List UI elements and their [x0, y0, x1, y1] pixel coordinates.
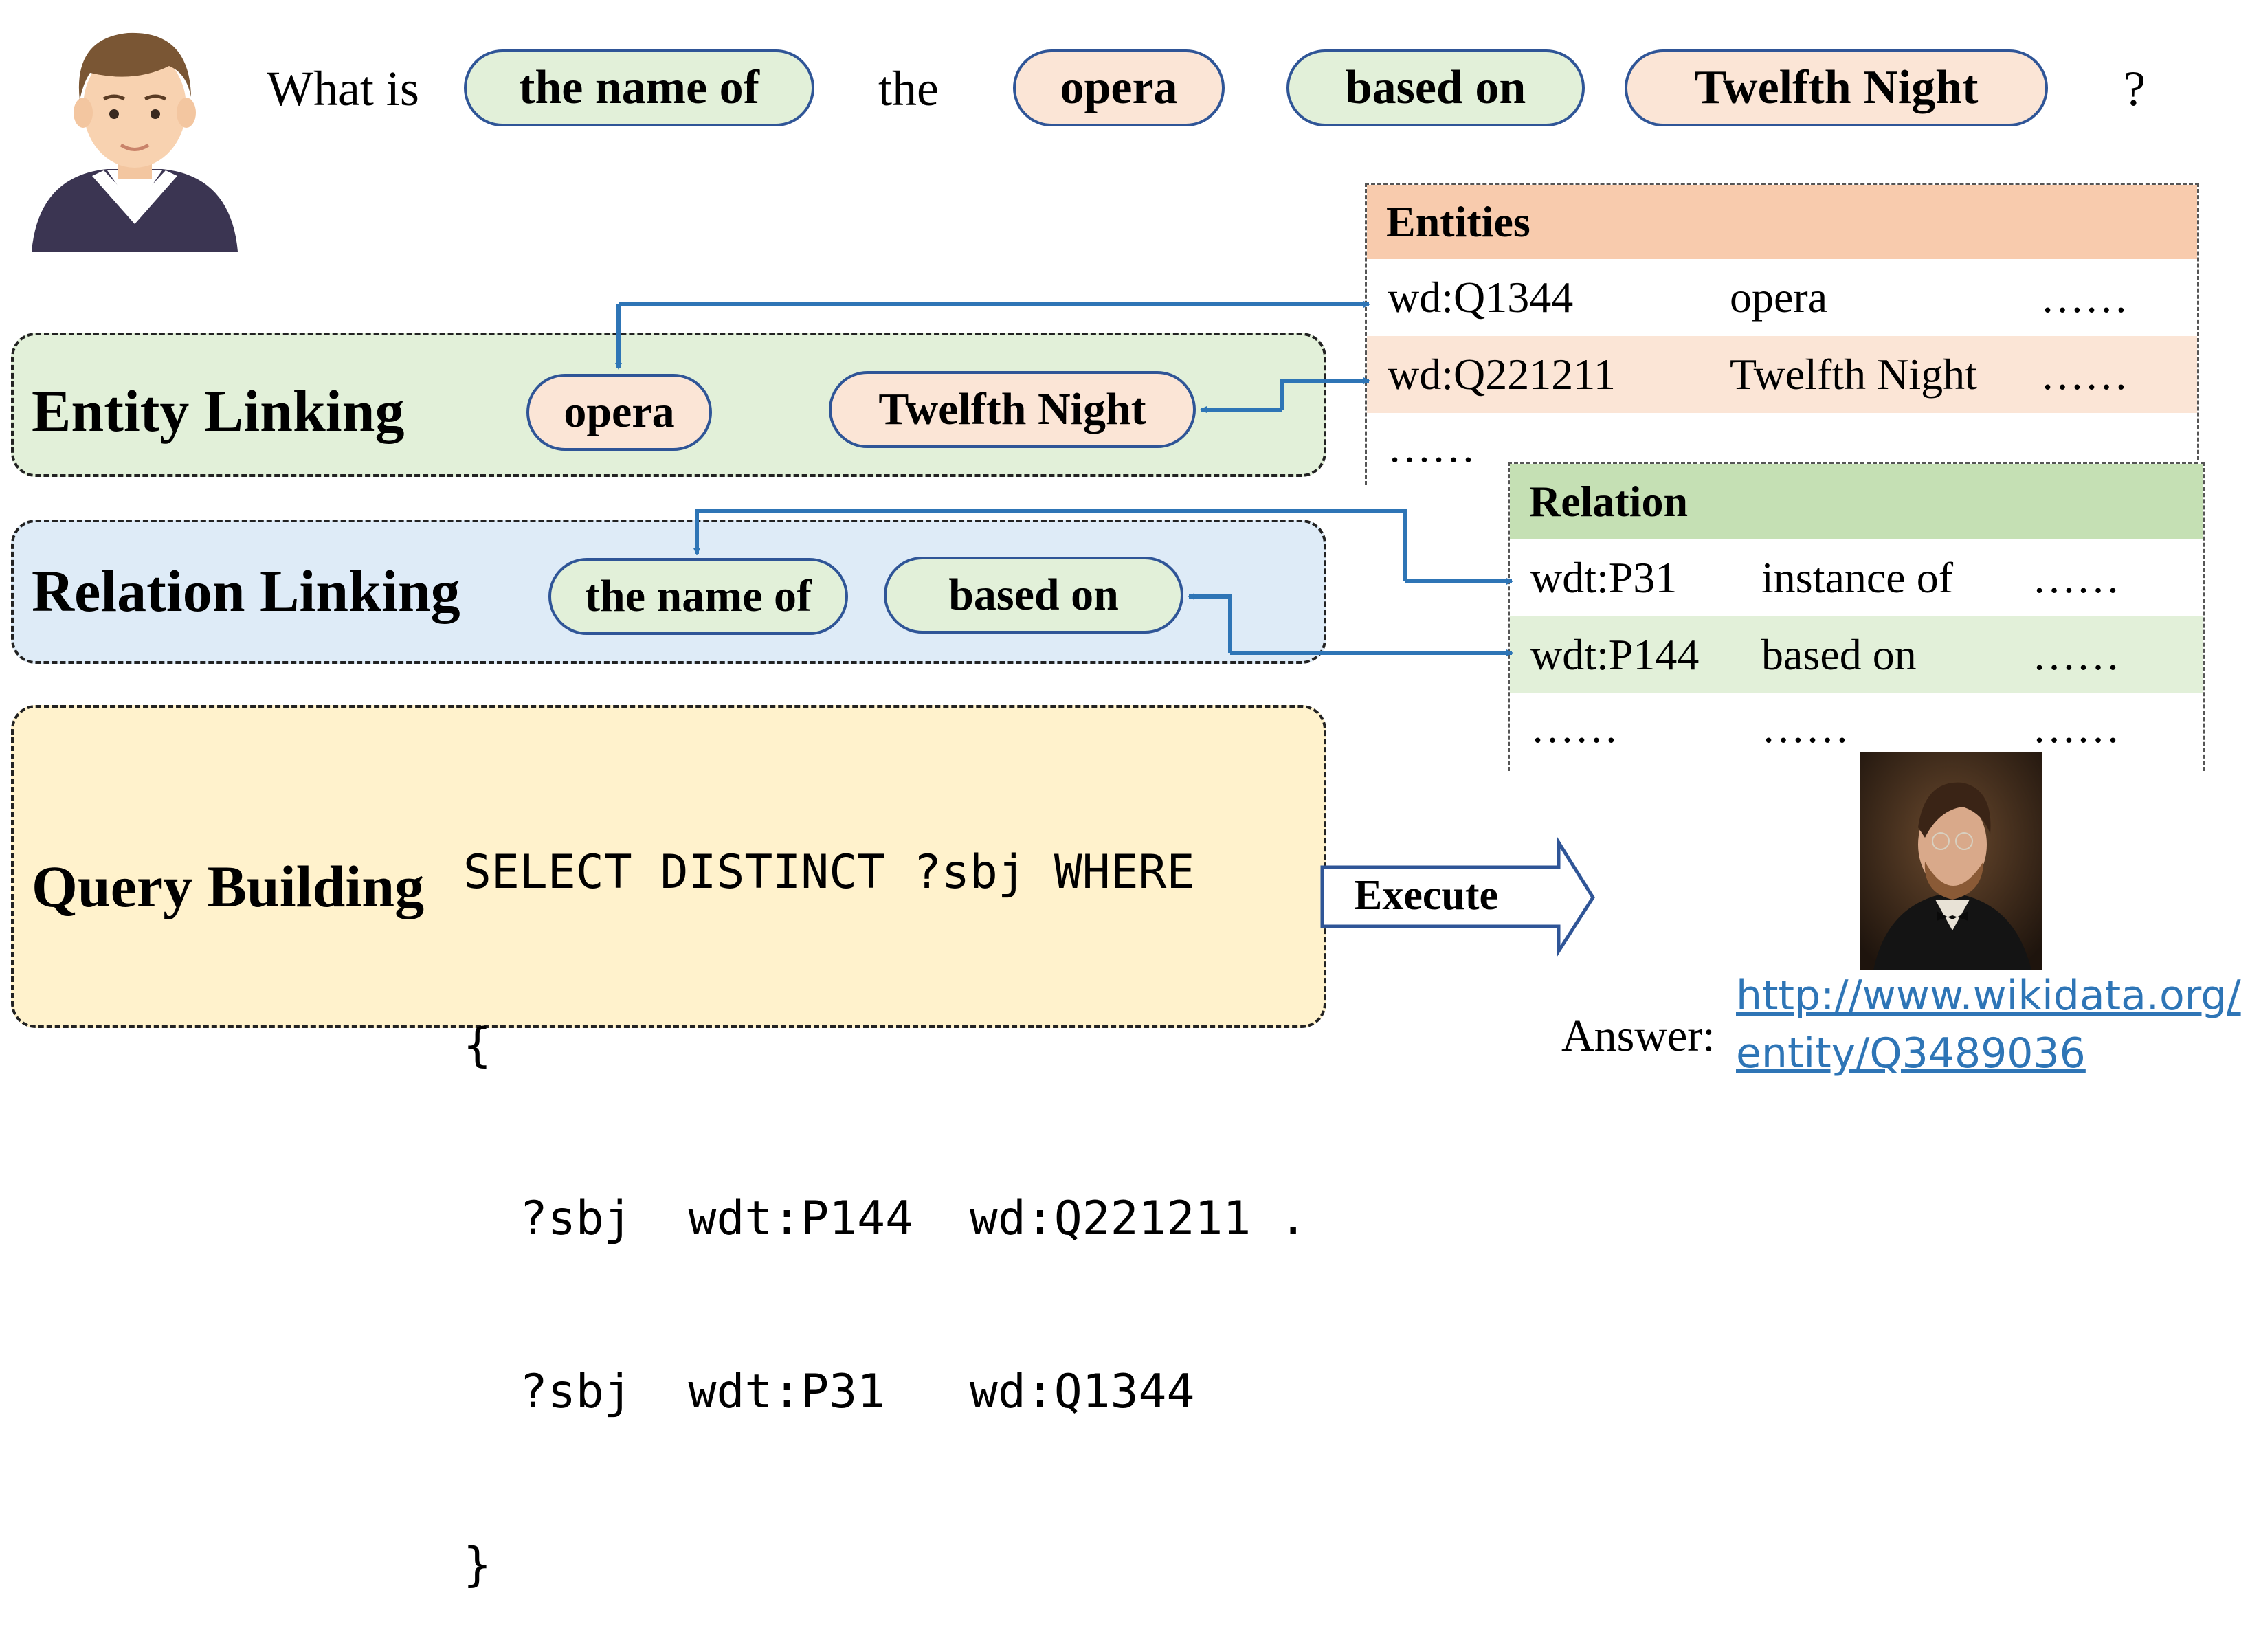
entity-label: opera	[1730, 273, 1828, 322]
execute-arrow	[1320, 836, 1595, 957]
relation-table-header: Relation	[1510, 464, 2203, 539]
answer-label: Answer:	[1561, 1011, 1715, 1061]
sparql-line: }	[463, 1538, 491, 1592]
connector-arrows	[615, 301, 1595, 957]
relation-more: ……	[1761, 703, 1849, 752]
query-building-title: Query Building	[32, 853, 425, 919]
relation-id: wdt:P31	[1530, 553, 1678, 602]
entity-linking-title: Entity Linking	[32, 378, 405, 444]
answer-link-line-1[interactable]: http://www.wikidata.org/	[1736, 972, 2241, 1020]
question-chip-based-on: based on	[1286, 49, 1585, 126]
question-mark: ?	[2124, 61, 2146, 116]
question-chip-opera: opera	[1013, 49, 1225, 126]
user-avatar-icon	[32, 32, 238, 252]
answer-portrait-image	[1860, 752, 2042, 970]
question-chip-the-name-of: the name of	[464, 49, 814, 126]
entity-id: ……	[1388, 423, 1475, 471]
entity-label: Twelfth Night	[1730, 350, 1977, 399]
table-row: wdt:P144 based on ……	[1510, 616, 2203, 693]
entity-id: wd:Q1344	[1388, 273, 1574, 322]
question-word-the: the	[878, 61, 939, 116]
sparql-line: SELECT DISTINCT ?sbj WHERE	[463, 845, 1195, 900]
relation-label: instance of	[1761, 553, 1953, 602]
sparql-line: {	[463, 1018, 491, 1073]
entity-more: ……	[2040, 273, 2128, 322]
question-chip-twelfth-night: Twelfth Night	[1625, 49, 2048, 126]
entity-id: wd:Q221211	[1388, 350, 1616, 399]
table-row: wd:Q1344 opera ……	[1367, 259, 2197, 336]
relation-more: ……	[1530, 703, 1618, 752]
entities-table: Entities wd:Q1344 opera …… wd:Q221211 Tw…	[1365, 183, 2199, 485]
entity-mention-opera: opera	[526, 374, 712, 451]
relation-label: based on	[1761, 630, 1917, 679]
table-row: wd:Q221211 Twelfth Night ……	[1367, 336, 2197, 413]
arrow-twelfth-night-to-q221211	[1280, 377, 1370, 410]
relation-more: ……	[2032, 553, 2120, 602]
entity-more: ……	[2040, 350, 2128, 399]
relation-linking-title: Relation Linking	[32, 558, 460, 624]
sparql-line: ?sbj wdt:P144 wd:Q221211 .	[463, 1192, 1308, 1246]
arrow-based-on-to-p144	[1188, 593, 1232, 653]
sparql-line: ?sbj wdt:P31 wd:Q1344	[463, 1365, 1195, 1419]
relation-mention-based-on: based on	[884, 557, 1183, 634]
execute-label: Execute	[1354, 872, 1499, 919]
entities-table-header: Entities	[1367, 185, 2197, 259]
relation-id: wdt:P144	[1530, 630, 1700, 679]
answer-link-line-2[interactable]: entity/Q3489036	[1736, 1029, 2086, 1078]
query-building-panel	[11, 705, 1326, 1028]
table-row: …… …… ……	[1510, 693, 2203, 762]
relation-more: ……	[2032, 703, 2120, 752]
relation-table: Relation wdt:P31 instance of …… wdt:P144…	[1508, 462, 2205, 771]
entity-mention-twelfth-night: Twelfth Night	[829, 371, 1196, 448]
relation-mention-the-name-of: the name of	[548, 558, 848, 635]
arrow-name-of-to-p31	[693, 509, 1407, 581]
table-row: wdt:P31 instance of ……	[1510, 539, 2203, 616]
table-row: ……	[1367, 413, 2197, 482]
relation-more: ……	[2032, 630, 2120, 679]
question-word-what-is: What is	[267, 61, 419, 116]
